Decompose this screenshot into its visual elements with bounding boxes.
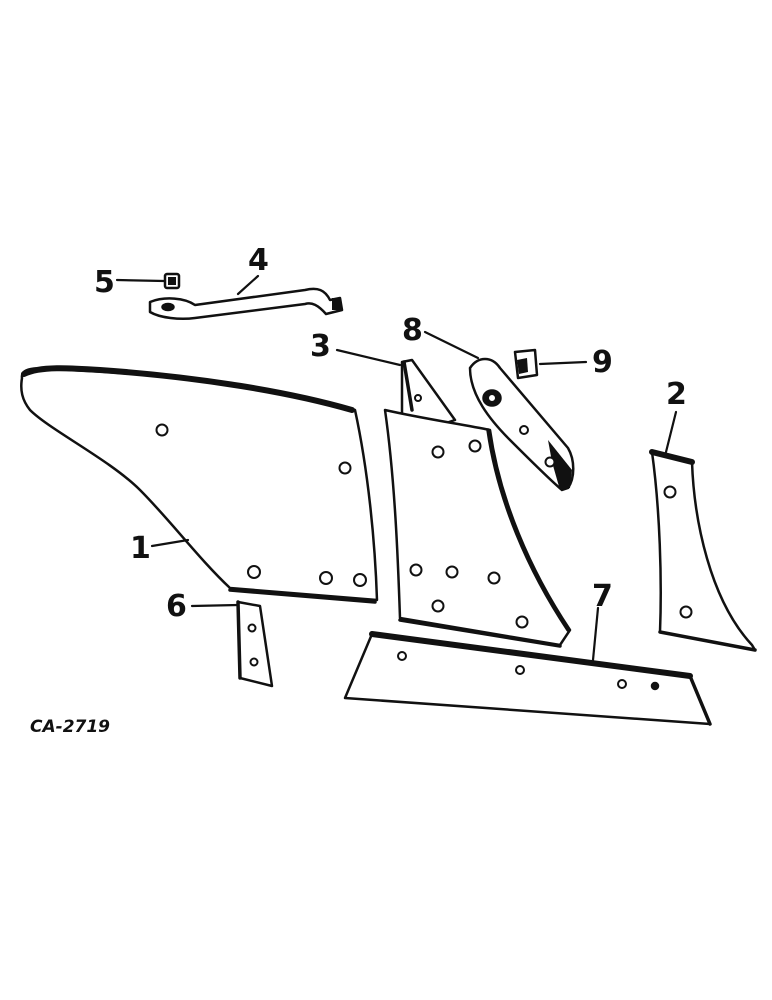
leader-9 bbox=[538, 360, 588, 366]
callout-labels: 1 2 3 4 5 6 7 8 9 bbox=[94, 243, 687, 624]
leader-lines bbox=[115, 274, 678, 662]
leader-6 bbox=[190, 603, 240, 608]
part-5-nut bbox=[163, 272, 181, 290]
leader-5 bbox=[115, 278, 166, 283]
callout-7: 7 bbox=[592, 579, 613, 614]
leader-2 bbox=[664, 410, 678, 454]
callout-8: 8 bbox=[402, 313, 423, 348]
part-7-share bbox=[343, 631, 712, 726]
part-2-landside bbox=[649, 449, 757, 652]
callout-5: 5 bbox=[94, 265, 115, 300]
part-4-brace bbox=[148, 287, 344, 320]
callout-2: 2 bbox=[666, 377, 687, 412]
part-8-bracket bbox=[468, 357, 575, 492]
part-shin-plate bbox=[383, 408, 572, 648]
callout-4: 4 bbox=[248, 243, 269, 278]
leader-7 bbox=[591, 606, 600, 662]
callout-3: 3 bbox=[310, 329, 331, 364]
part-9-clip bbox=[513, 348, 539, 380]
leader-3 bbox=[335, 348, 402, 367]
callout-1: 1 bbox=[130, 531, 151, 566]
figure-code: CA-2719 bbox=[30, 717, 110, 737]
leader-8 bbox=[423, 330, 480, 360]
callout-6: 6 bbox=[166, 589, 187, 624]
part-6-plate bbox=[236, 600, 274, 688]
callout-9: 9 bbox=[592, 345, 613, 380]
leader-4 bbox=[236, 274, 260, 296]
leader-1 bbox=[150, 538, 190, 548]
part-1-moldboard bbox=[20, 365, 379, 604]
